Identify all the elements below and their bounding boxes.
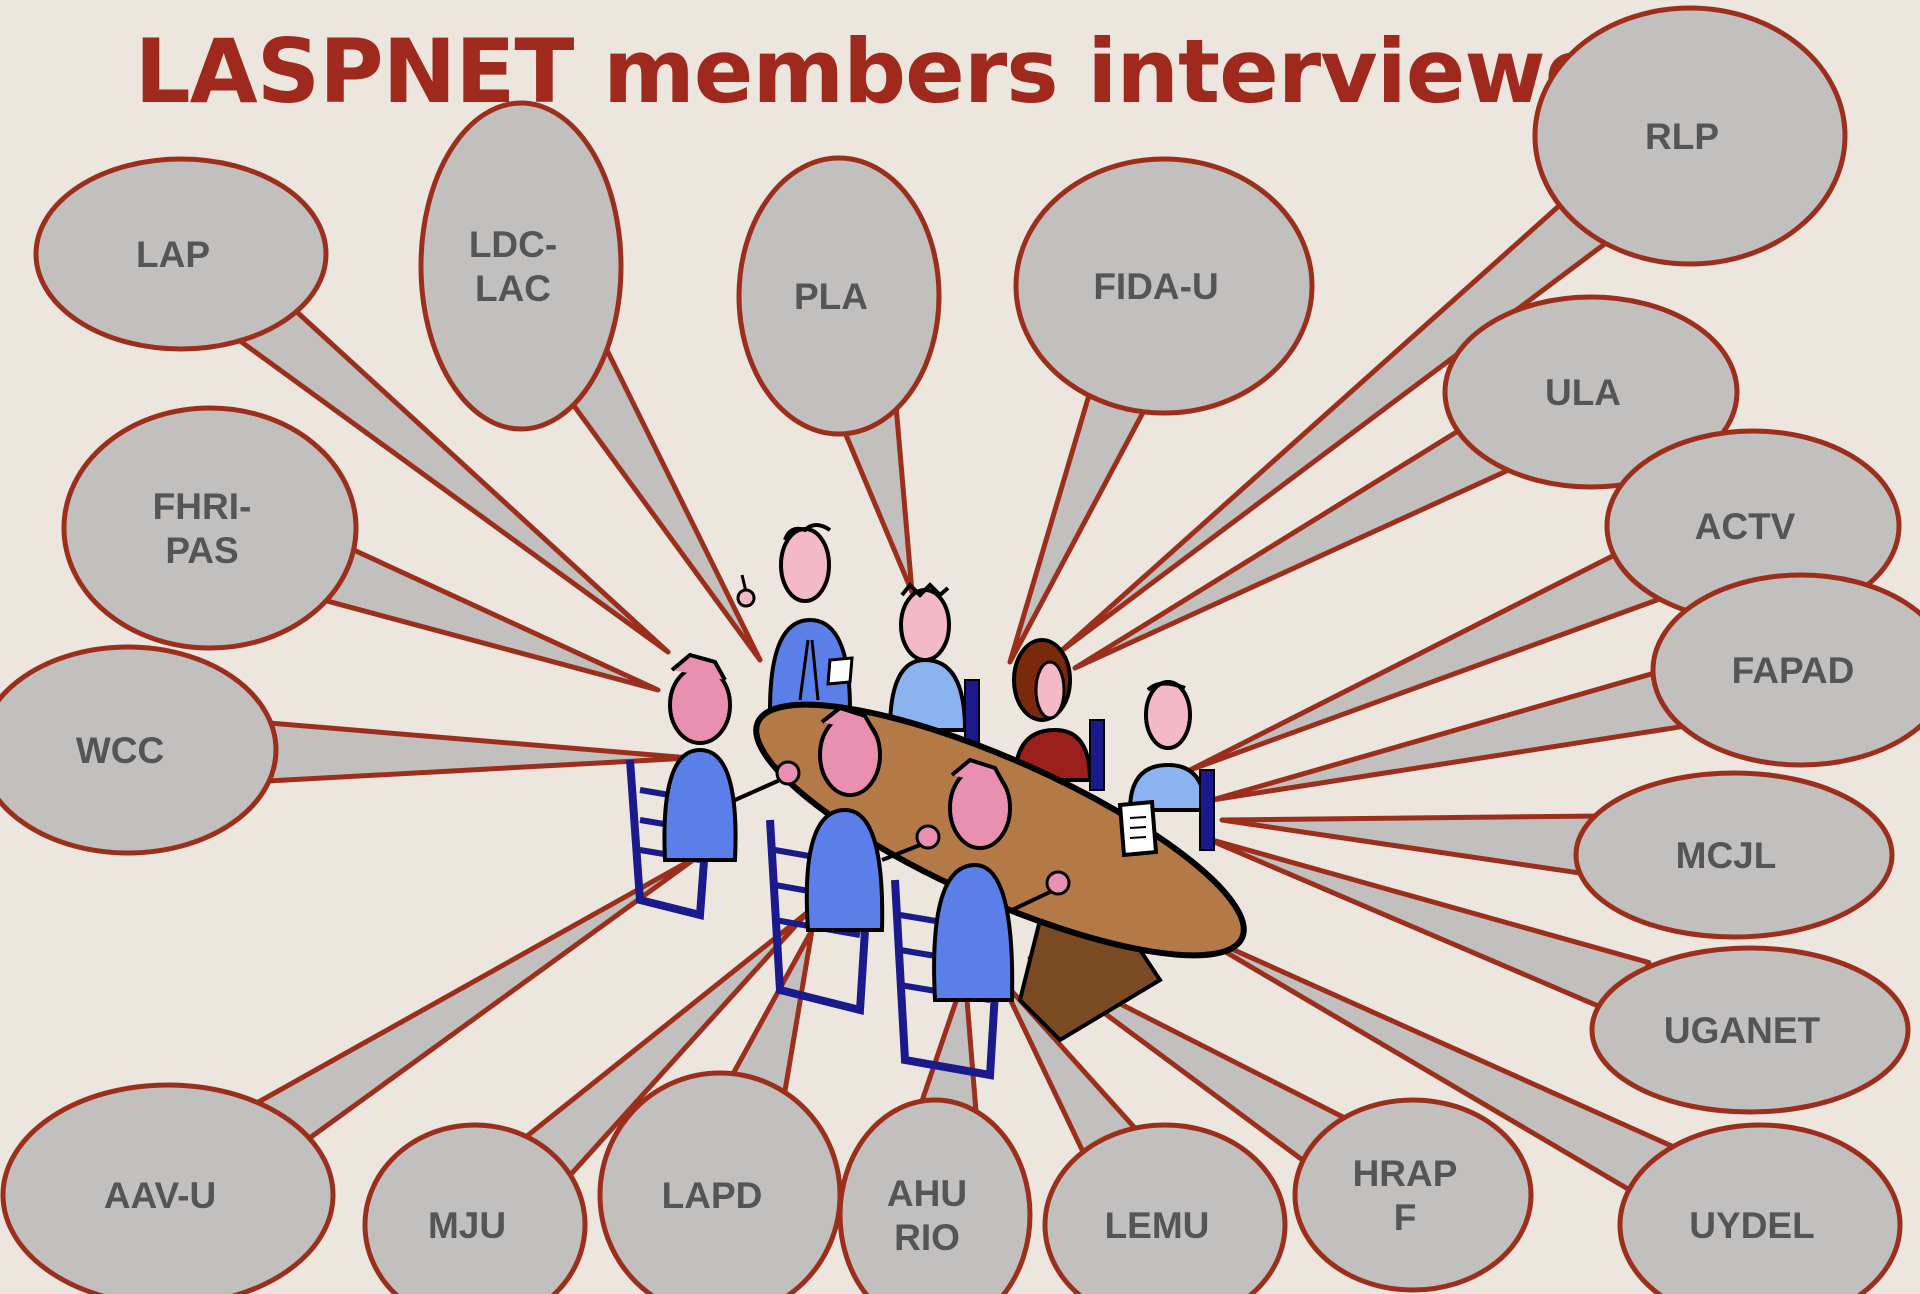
member-label: LAP: [136, 234, 210, 275]
member-label: PAS: [165, 530, 238, 571]
bubble-tail-ldc-lac: [552, 346, 763, 663]
member-bubble-fida-u: FIDA-U: [1013, 156, 1315, 416]
bubble-tail-fhri-pas: [310, 538, 661, 693]
member-label: AHU: [887, 1173, 967, 1214]
member-label: ACTV: [1695, 506, 1796, 547]
member-label: MCJL: [1676, 835, 1777, 876]
member-label: PLA: [794, 276, 868, 317]
member-bubble-wcc: WCC: [0, 644, 279, 856]
member-bubble-aav-u: AAV-U: [0, 1082, 336, 1294]
member-label: WCC: [76, 730, 164, 771]
member-label: FIDA-U: [1093, 266, 1218, 307]
member-bubble-uganet: UGANET: [1589, 945, 1911, 1115]
member-bubble-ula: ULA: [1442, 294, 1740, 490]
member-label: MJU: [428, 1205, 506, 1246]
bubble-tail-fida-u: [1007, 373, 1153, 665]
person-standing: [736, 523, 854, 712]
member-bubble-mcjl: MCJL: [1573, 770, 1895, 940]
member-label: FHRI-: [153, 486, 252, 527]
meeting-table-illustration: [626, 523, 1247, 1080]
member-label: FAPAD: [1732, 650, 1855, 691]
member-bubble-pla: PLA: [736, 155, 942, 437]
member-label: LDC-: [469, 224, 557, 265]
person-back-3: [1012, 638, 1105, 791]
member-label: ULA: [1545, 372, 1621, 413]
member-label: UGANET: [1664, 1010, 1821, 1051]
member-label: AAV-U: [104, 1175, 216, 1216]
member-bubble-actv: ACTV: [1604, 428, 1902, 624]
person-front-3: [891, 757, 1071, 1080]
member-label: LEMU: [1105, 1205, 1210, 1246]
member-bubble-fapad: FAPAD: [1650, 572, 1920, 768]
person-back-2: [887, 582, 980, 751]
member-label: RLP: [1645, 116, 1719, 157]
member-label: LAPD: [662, 1175, 763, 1216]
member-bubble-lap: LAP: [33, 156, 329, 352]
member-label: UYDEL: [1689, 1205, 1814, 1246]
bubble-tails: [236, 186, 1691, 1205]
person-front-2: [766, 705, 941, 1016]
member-bubble-fhri-pas: FHRI-PAS: [61, 405, 359, 651]
member-bubble-lemu: LEMU: [1042, 1122, 1288, 1294]
member-bubble-lapd: LAPD: [597, 1070, 843, 1294]
member-label: F: [1394, 1197, 1417, 1238]
member-bubble-rlp: RLP: [1532, 5, 1848, 267]
member-bubbles: LAP LDC-LAC PLA FIDA-U RLP ULA FHRI-PAS ACTV FAP…: [0, 5, 1920, 1294]
member-label: HRAP: [1353, 1153, 1458, 1194]
member-bubble-uydel: UYDEL: [1617, 1122, 1903, 1294]
member-label: LAC: [475, 268, 551, 309]
slide-title: LASPNET members interviewed: [134, 20, 1667, 123]
member-label: RIO: [894, 1217, 960, 1258]
bubble-tail-wcc: [250, 719, 693, 785]
member-bubble-ldc-lac: LDC-LAC: [418, 100, 624, 432]
person-back-4: [1127, 680, 1215, 851]
member-bubble-mju: MJU: [362, 1122, 588, 1294]
person-front-1: [626, 652, 801, 921]
